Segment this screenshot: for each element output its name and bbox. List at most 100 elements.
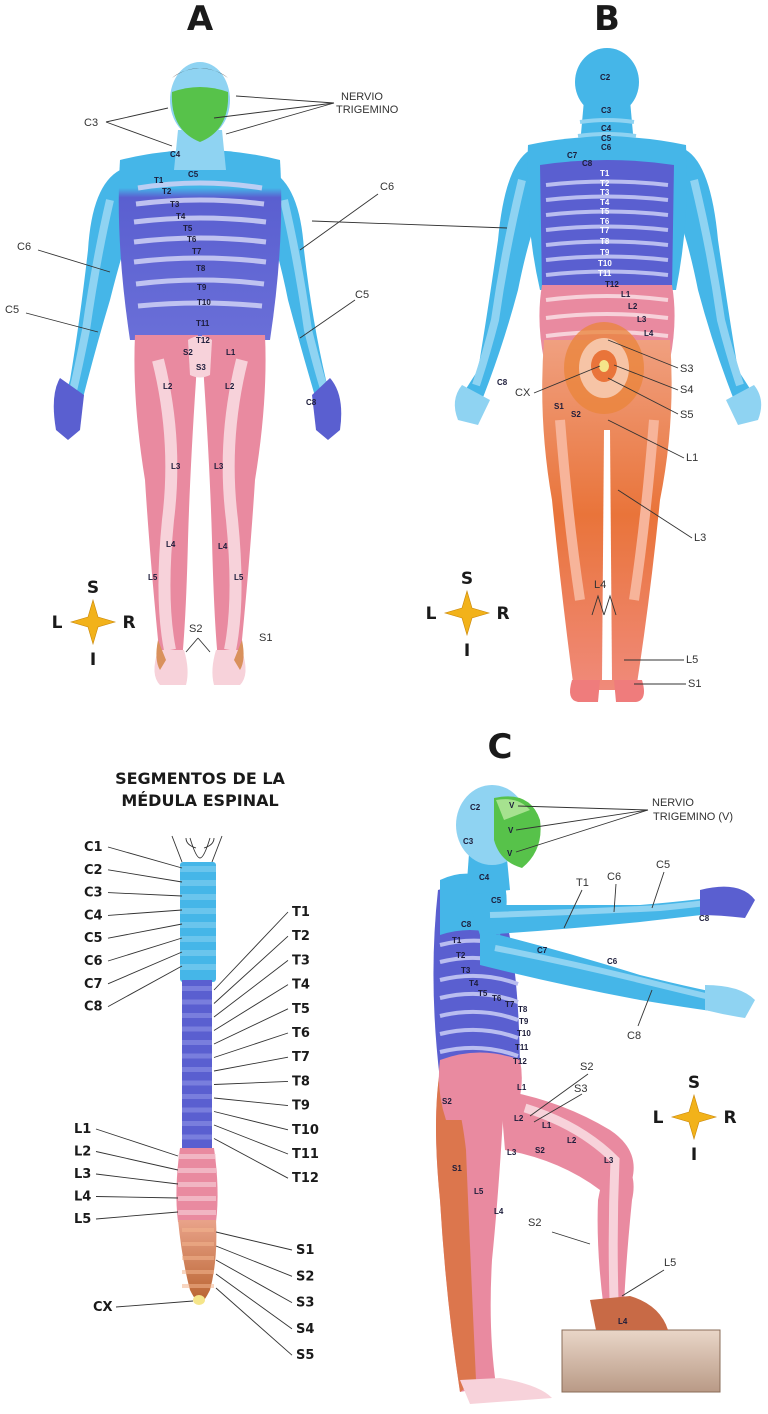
c-label-l1: L1 [517, 1083, 527, 1092]
a-neck [174, 130, 226, 170]
c-annot-s2-top: S2 [580, 1061, 593, 1073]
spinal-label-c3: C3 [84, 886, 103, 901]
spinal-leader-c5 [107, 923, 183, 939]
c-label-t12: T12 [513, 1057, 527, 1066]
c-leader-s3 [533, 1093, 583, 1123]
c-face-light [496, 799, 530, 820]
c-step-box [561, 1329, 721, 1393]
compass-superior: S [87, 578, 99, 598]
a-annot-c6-right: C6 [380, 181, 394, 193]
compass-right: R [723, 1108, 736, 1128]
spinal-leader-c6 [107, 937, 183, 962]
a-label-t2: T2 [162, 187, 172, 196]
a-left-heel [156, 640, 166, 670]
b-left-hand [454, 385, 490, 425]
spinal-leader-s1 [215, 1231, 293, 1251]
spinal-label-l5: L5 [74, 1212, 91, 1227]
c-label-c8: C8 [461, 920, 472, 929]
cord-band-l3 [178, 1182, 216, 1187]
b-leader-c6 [311, 220, 508, 229]
cord-band-t3 [182, 1013, 212, 1018]
c-label-v2: V [508, 826, 514, 835]
cord-band-l5 [178, 1210, 216, 1215]
spinal-label-c5: C5 [84, 931, 103, 946]
cord-band-c7 [180, 950, 216, 956]
c-label-l4b: L4 [618, 1317, 628, 1326]
cord-band-t11 [182, 1121, 212, 1126]
cord-band-t2 [182, 999, 212, 1005]
a-label-t5: T5 [183, 224, 193, 233]
c-annot-nervio-1: NERVIO [652, 797, 694, 809]
b-label-t4: T4 [600, 198, 610, 207]
b-label-t5: T5 [600, 207, 610, 216]
b-label-c4: C4 [601, 124, 612, 133]
compass-left: L [653, 1108, 664, 1128]
a-label-t8: T8 [196, 264, 206, 273]
panel-b: B [454, 0, 762, 702]
b-label-t2: T2 [600, 179, 610, 188]
b-label-l3: L3 [637, 315, 647, 324]
b-right-foot [614, 680, 644, 702]
c-label-l1b: L1 [542, 1121, 552, 1130]
a-annot-c5-left: C5 [5, 304, 19, 316]
c-upper-hand [700, 886, 755, 918]
a-leader-c6-left [37, 249, 111, 273]
a-leader-nervio-2 [213, 102, 335, 119]
a-leader-nervio-3 [225, 102, 335, 135]
b-leg-light-left [555, 419, 585, 601]
compass-inferior: I [691, 1145, 697, 1165]
a-label-t1: T1 [154, 176, 164, 185]
c-label-t7: T7 [505, 1000, 515, 1009]
a-annot-c6-left: C6 [17, 241, 31, 253]
c-label-s2: S2 [535, 1146, 545, 1155]
c-annot-c6: C6 [607, 871, 621, 883]
spinal-leader-l4 [95, 1196, 179, 1199]
c-annot-nervio-2: TRIGEMINO (V) [653, 811, 733, 823]
spinal-label-t10: T10 [292, 1123, 319, 1138]
c-leader-s2-top [529, 1073, 589, 1117]
cord-band-s4 [182, 1270, 214, 1274]
b-label-l4: L4 [644, 329, 654, 338]
c-label-t8: T8 [518, 1005, 528, 1014]
c-annot-c5: C5 [656, 859, 670, 871]
spinal-leader-l5 [95, 1211, 179, 1220]
a-groin [188, 336, 212, 378]
b-leg-gap [602, 430, 612, 680]
c-label-l3: L3 [507, 1148, 517, 1157]
a-label-l1: L1 [226, 348, 236, 357]
a-annot-c3: C3 [84, 117, 98, 129]
a-label-c5: C5 [188, 170, 199, 179]
spinal-leader-l1 [95, 1128, 179, 1157]
cord-band-s3 [182, 1256, 214, 1260]
c-label-s2b: S2 [442, 1097, 452, 1106]
spinal-leader-t8 [213, 1080, 289, 1085]
a-label-t4: T4 [176, 212, 186, 221]
a-right-arm-stripe [280, 199, 330, 397]
spinal-title-line2: MÉDULA ESPINAL [121, 791, 278, 810]
c-leader-l5 [621, 1269, 665, 1297]
compass-right: R [496, 604, 509, 624]
c-label-t9: T9 [519, 1017, 529, 1026]
a-hair [172, 68, 228, 78]
c-leader-nervio-3 [515, 809, 649, 853]
cord-band-t12 [182, 1134, 212, 1140]
spinal-label-t8: T8 [292, 1074, 310, 1089]
b-leader-l4-2 [603, 594, 617, 616]
b-neck-bands [577, 118, 637, 138]
spinal-label-t4: T4 [292, 978, 310, 993]
compass-inferior: I [464, 641, 470, 661]
cord-band-s2 [182, 1242, 214, 1246]
b-label-c2: C2 [600, 73, 611, 82]
spinal-leader-c8 [107, 965, 183, 1007]
c-raised-stripe [523, 1103, 620, 1301]
b-label-t1: T1 [600, 169, 610, 178]
cord-band-l2 [178, 1168, 216, 1173]
a-leg-light-stripes [152, 358, 248, 652]
a-label-s2: S2 [183, 348, 193, 357]
a-label-l2b: L2 [225, 382, 235, 391]
c-label-c7: C7 [537, 946, 548, 955]
spinal-label-c4: C4 [84, 908, 103, 923]
compass-superior: S [688, 1073, 700, 1093]
a-label-t6: T6 [187, 235, 197, 244]
